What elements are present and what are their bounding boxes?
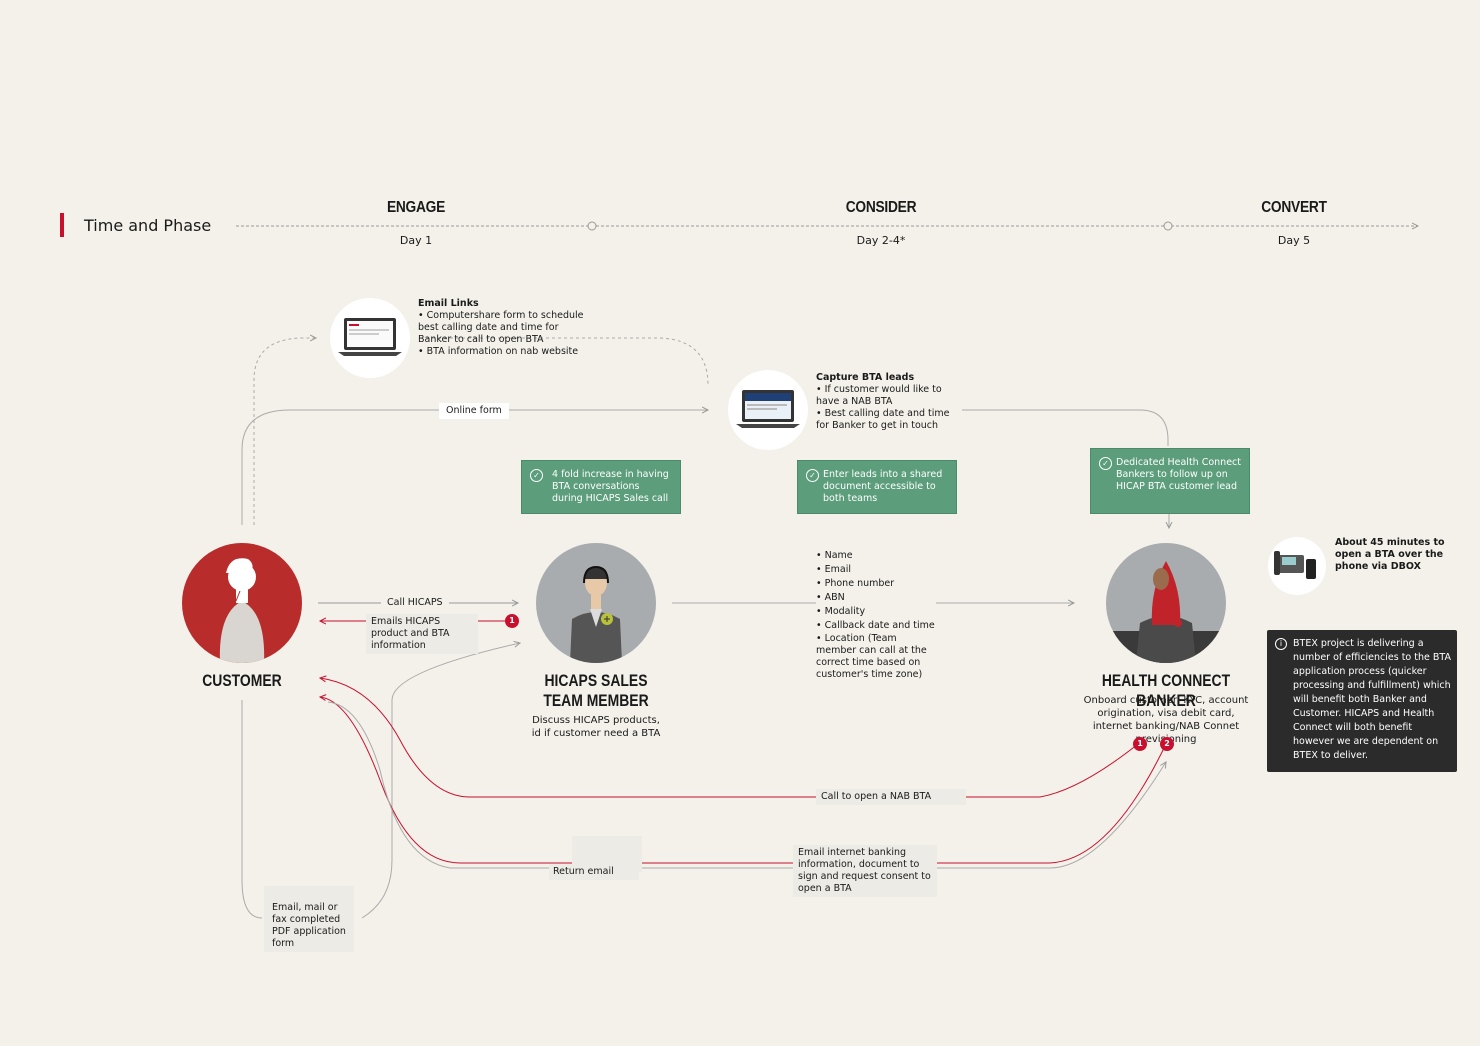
customer-name: CUSTOMER (176, 671, 307, 691)
customer-figure-icon (182, 543, 302, 663)
benefit-text: Dedicated Health Connect Bankers to foll… (1116, 457, 1241, 493)
lead-field-item: Email (816, 563, 936, 577)
timeline-node-2 (1164, 222, 1172, 230)
desk-phone-icon (1268, 537, 1326, 595)
emails-hicaps-label: Emails HICAPS product and BTA informatio… (366, 614, 478, 654)
day-convert: Day 5 (1234, 234, 1354, 247)
call-to-open-label: Call to open a NAB BTA (816, 789, 966, 805)
call-hicaps-label: Call HICAPS (381, 597, 449, 609)
online-form-label: Online form (439, 403, 509, 419)
lead-field-item: Phone number (816, 577, 936, 591)
return-email-label: Return email (549, 864, 639, 880)
laptop-icon (330, 298, 410, 378)
lead-field-item: ABN (816, 591, 936, 605)
lead-field-item: Callback date and time (816, 619, 936, 633)
benefit-box-2: ✓ Enter leads into a shared document acc… (797, 460, 957, 514)
phase-accent-bar (60, 213, 64, 237)
pdf-form-label: Email, mail or fax completed PDF applica… (264, 886, 354, 952)
phone-note: About 45 minutes to open a BTA over the … (1335, 537, 1445, 573)
capture-block: Capture BTA leads If customer would like… (816, 372, 951, 432)
info-icon: i (1275, 638, 1287, 650)
capture-to-banker-path (962, 410, 1168, 446)
phase-consider: CONSIDER (812, 199, 950, 217)
day-consider: Day 2-4* (821, 234, 941, 247)
benefit-text: 4 fold increase in having BTA conversati… (552, 469, 672, 505)
email-banking-label: Email internet banking information, docu… (793, 845, 937, 897)
phone-thumb (1268, 537, 1326, 595)
pdf-path (242, 700, 262, 918)
hicaps-avatar (536, 543, 656, 663)
email-links-item: Computershare form to schedule best call… (418, 310, 588, 346)
laptop-icon (728, 370, 808, 450)
customer-avatar (182, 543, 302, 663)
email-banking-path (320, 697, 1166, 863)
check-circle-icon: ✓ (1099, 457, 1112, 470)
step-badge-1: 1 (505, 614, 519, 628)
day-engage: Day 1 (356, 234, 476, 247)
check-circle-icon: ✓ (530, 469, 543, 482)
lead-fields-list: Name Email Phone number ABN Modality Cal… (816, 549, 936, 681)
capture-item: Best calling date and time for Banker to… (816, 408, 951, 432)
banker-avatar (1106, 543, 1226, 663)
lead-field-item: Modality (816, 605, 936, 619)
step-badge-1b: 1 (1133, 737, 1147, 751)
lead-field-item: Name (816, 549, 936, 563)
email-links-item: BTA information on nab website (418, 346, 588, 358)
timeline-node-1 (588, 222, 596, 230)
laptop-email-thumb (330, 298, 410, 378)
email-links-block: Email Links Computershare form to schedu… (418, 298, 588, 358)
capture-item: If customer would like to have a NAB BTA (816, 384, 951, 408)
hicaps-name-line2: TEAM MEMBER (530, 691, 661, 711)
capture-title: Capture BTA leads (816, 372, 951, 384)
banker-figure-icon (1106, 543, 1226, 663)
pdf-return-path (362, 643, 520, 918)
phase-convert: CONVERT (1225, 199, 1363, 217)
benefit-box-3: ✓ Dedicated Health Connect Bankers to fo… (1090, 448, 1250, 514)
benefit-box-1: ✓ 4 fold increase in having BTA conversa… (521, 460, 681, 514)
hicaps-name-line1: HICAPS SALES (530, 671, 661, 691)
check-circle-icon: ✓ (806, 469, 819, 482)
call-to-open-path (320, 678, 1138, 797)
hicaps-desc: Discuss HICAPS products, id if customer … (531, 714, 661, 740)
step-badge-2: 2 (1160, 737, 1174, 751)
lead-field-item: Location (Team member can call at the co… (816, 633, 936, 681)
phase-engage: ENGAGE (347, 199, 485, 217)
hicaps-figure-icon (536, 543, 656, 663)
laptop-capture-thumb (728, 370, 808, 450)
email-links-path (254, 338, 316, 525)
btex-note: i BTEX project is delivering a number of… (1267, 630, 1457, 772)
email-links-title: Email Links (418, 298, 588, 310)
time-phase-title: Time and Phase (84, 216, 211, 235)
return-email-path (328, 702, 1166, 868)
btex-note-text: BTEX project is delivering a number of e… (1293, 637, 1451, 763)
benefit-text: Enter leads into a shared document acces… (823, 469, 948, 505)
